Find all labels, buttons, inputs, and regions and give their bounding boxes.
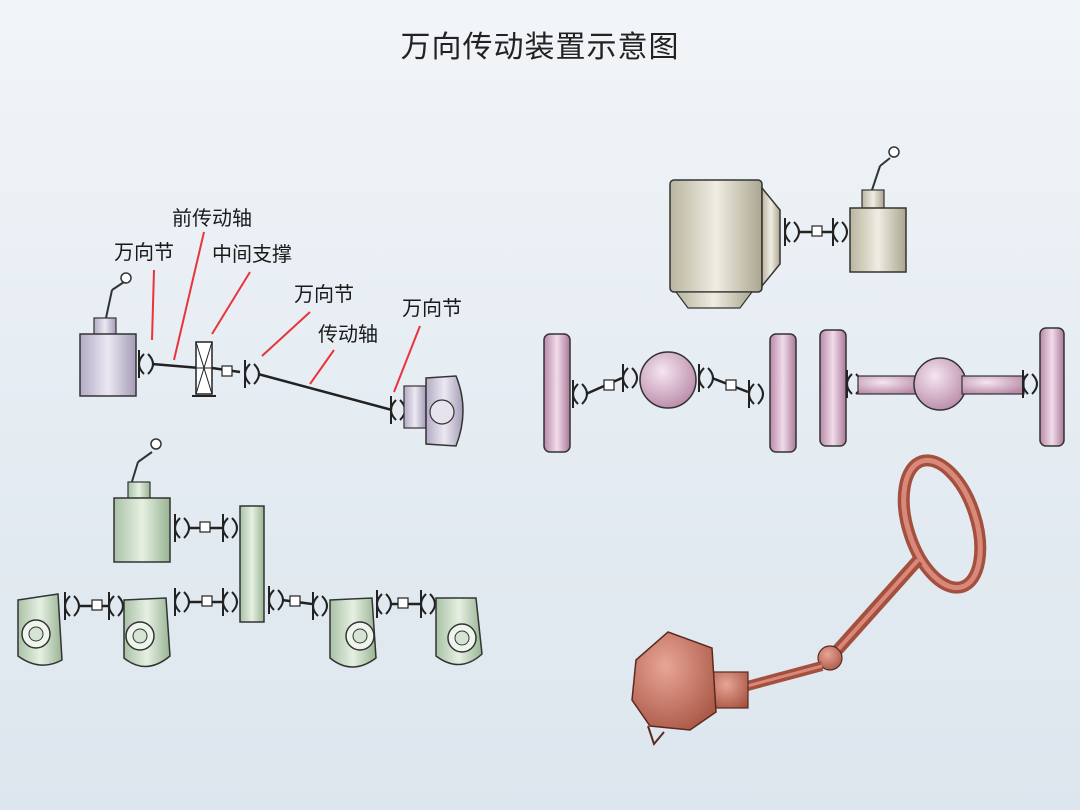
steering-universal-joint [817, 645, 843, 671]
label-universal-joint-2: 万向节 [294, 282, 354, 306]
wheel-right-2 [1039, 327, 1065, 447]
transfer-case [113, 497, 171, 563]
rear-differential [403, 375, 464, 447]
shift-lever [105, 289, 113, 319]
front-drive-shaft [151, 362, 201, 370]
group-steering [631, 454, 987, 747]
differential-ball-2 [913, 357, 967, 411]
wheel-right-1 [769, 333, 797, 453]
universal-joint-2 [244, 359, 260, 389]
engine-block [669, 179, 763, 293]
rear-axle-housing-1 [329, 597, 377, 668]
group-rigid-axle [819, 327, 1065, 447]
transmission-box [79, 333, 137, 397]
label-universal-joint-1: 万向节 [114, 240, 174, 264]
middle-axle-housing [123, 597, 171, 668]
gearbox-beige [849, 207, 907, 273]
front-axle-housing [17, 593, 63, 666]
drive-shaft [257, 372, 393, 412]
label-center-support: 中间支撑 [212, 242, 292, 266]
diagram-title: 万向传动装置示意图 [400, 30, 680, 65]
label-universal-joint-3: 万向节 [402, 296, 462, 320]
group-drive-shaft-layout [79, 231, 464, 447]
steering-gearbox [631, 631, 717, 731]
wheel-left-2 [819, 329, 847, 447]
group-independent-axle [543, 333, 797, 453]
rear-axle-housing-2 [435, 597, 483, 666]
intermediate-axle [239, 505, 265, 623]
universal-joint-3 [390, 395, 406, 425]
label-front-drive-shaft: 前传动轴 [172, 206, 252, 230]
group-engine-gearbox [669, 146, 907, 309]
universal-joint-1 [138, 349, 154, 379]
label-drive-shaft: 传动轴 [318, 322, 378, 346]
differential-ball-1 [639, 351, 697, 409]
wheel-left-1 [543, 333, 571, 453]
group-multi-axle-drive [17, 438, 483, 668]
